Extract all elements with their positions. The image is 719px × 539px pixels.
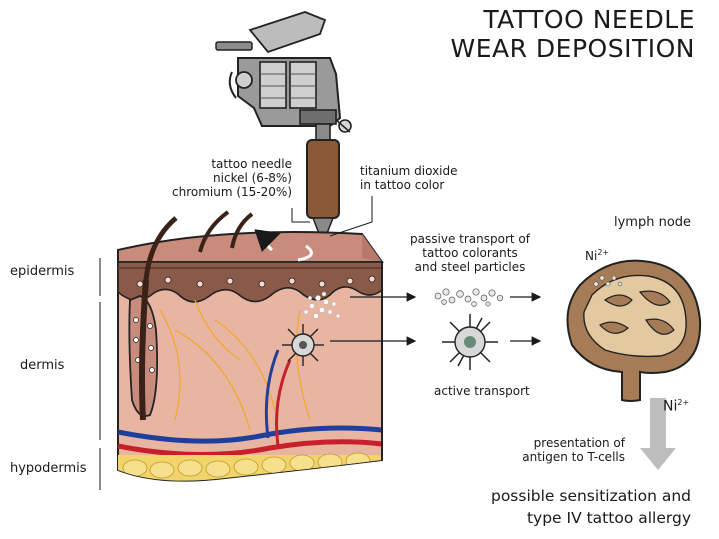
skin-block (117, 210, 384, 482)
hypodermis-label: hypodermis (10, 461, 87, 476)
chromium-label: chromium (15-20%) (172, 185, 292, 199)
presentation-label-1: presentation of (533, 436, 625, 450)
titanium-label-1: titanium dioxide (360, 164, 458, 178)
outcome-line-1: possible sensitization and (490, 487, 691, 505)
needle-label: tattoo needle (211, 157, 292, 171)
ion-label-node: Ni2+ (585, 248, 610, 263)
outcome-line-2: type IV tattoo allergy (526, 509, 691, 527)
title-line-1: TATTOO NEEDLE (483, 5, 695, 34)
needle-grip (306, 139, 340, 219)
nickel-label: nickel (6-8%) (213, 171, 292, 185)
passive-label-2: tattoo colorants (422, 246, 518, 260)
titanium-label-2: in tattoo color (360, 178, 445, 192)
ion-label-arrow: Ni2+ (663, 398, 690, 415)
needle-leader (291, 208, 310, 223)
passive-label-3: and steel particles (414, 260, 526, 274)
tattoo-machine (215, 11, 352, 141)
titanium-leader (329, 196, 373, 237)
lymph-node-label: lymph node (614, 215, 692, 230)
presentation-label-2: antigen to T-cells (522, 450, 625, 464)
passive-label-1: passive transport of (410, 232, 530, 246)
dendritic-cell-skin (282, 324, 324, 366)
particle-cloud (434, 288, 504, 307)
title-line-2: WEAR DEPOSITION (450, 34, 695, 63)
deposited-particles (303, 291, 341, 319)
presentation-arrow (640, 398, 676, 470)
active-label: active transport (434, 384, 530, 398)
dermis-label: dermis (20, 358, 65, 373)
lymph-node (566, 259, 702, 402)
dendritic-cell-transport (442, 314, 498, 370)
epidermis-label: epidermis (10, 264, 75, 279)
